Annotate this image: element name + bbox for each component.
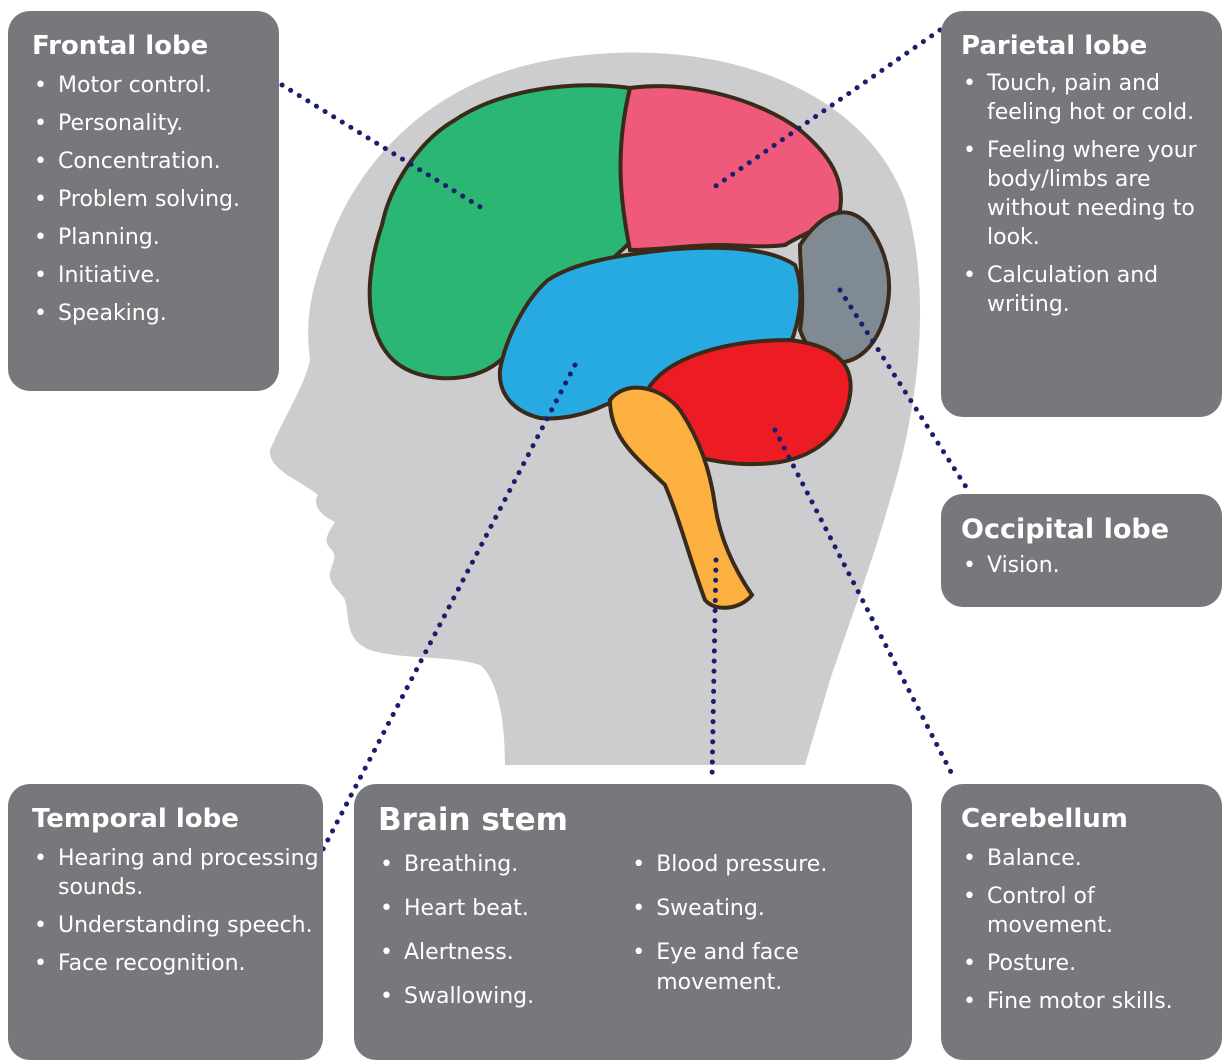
list-item: Understanding speech. <box>32 911 323 940</box>
list-item: Fine motor skills. <box>961 987 1222 1016</box>
list-item: Planning. <box>32 223 279 253</box>
list-item: Vision. <box>961 551 1222 580</box>
cerebellum-list: Balance. Control of movement. Posture. F… <box>961 844 1222 1016</box>
list-item: Swallowing. <box>378 982 630 1012</box>
parietal-lobe-list: Touch, pain and feeling hot or cold. Fee… <box>961 69 1222 319</box>
brain-stem-box: Brain stem Breathing. Heart beat. Alertn… <box>354 784 912 1060</box>
occipital-lobe-title: Occipital lobe <box>961 514 1170 545</box>
cerebellum-title: Cerebellum <box>961 804 1128 834</box>
frontal-lobe-title: Frontal lobe <box>32 31 209 61</box>
connector-brainstem <box>709 557 719 783</box>
temporal-lobe-list: Hearing and processing sounds. Understan… <box>32 844 323 978</box>
parietal-lobe-box: Parietal lobe Touch, pain and feeling ho… <box>941 11 1222 417</box>
connector-temporal <box>317 362 578 858</box>
temporal-lobe-title: Temporal lobe <box>32 804 239 834</box>
list-item: Personality. <box>32 109 279 139</box>
list-item: Motor control. <box>32 71 279 101</box>
brain-stem-list-left: Breathing. Heart beat. Alertness. Swallo… <box>378 850 630 1026</box>
list-item: Alertness. <box>378 938 630 968</box>
list-item: Initiative. <box>32 261 279 291</box>
list-item: Feeling where your body/limbs are withou… <box>961 136 1222 252</box>
list-item: Problem solving. <box>32 185 279 215</box>
cerebellum-box: Cerebellum Balance. Control of movement.… <box>941 784 1222 1060</box>
list-item: Speaking. <box>32 299 279 329</box>
list-item: Posture. <box>961 949 1222 978</box>
occipital-lobe-list: Vision. <box>961 551 1222 580</box>
temporal-lobe-box: Temporal lobe Hearing and processing sou… <box>8 784 323 1060</box>
list-item: Eye and face movement. <box>630 938 912 998</box>
connector-frontal <box>279 82 485 211</box>
list-item: Hearing and processing sounds. <box>32 844 323 902</box>
list-item: Breathing. <box>378 850 630 880</box>
list-item: Touch, pain and feeling hot or cold. <box>961 69 1222 127</box>
list-item: Blood pressure. <box>630 850 912 880</box>
frontal-lobe-box: Frontal lobe Motor control. Personality.… <box>8 11 279 391</box>
brain-stem-title: Brain stem <box>378 802 568 838</box>
brain-stem-columns: Breathing. Heart beat. Alertness. Swallo… <box>378 850 912 1026</box>
brain-stem-list-right: Blood pressure. Sweating. Eye and face m… <box>630 850 912 1026</box>
list-item: Concentration. <box>32 147 279 177</box>
connector-lines <box>279 27 971 858</box>
occipital-lobe-box: Occipital lobe Vision. <box>941 494 1222 607</box>
list-item: Heart beat. <box>378 894 630 924</box>
list-item: Sweating. <box>630 894 912 924</box>
connector-parietal <box>707 27 943 193</box>
list-item: Face recognition. <box>32 949 323 978</box>
list-item: Control of movement. <box>961 882 1222 940</box>
list-item: Calculation and writing. <box>961 261 1222 319</box>
connector-occipital <box>837 287 971 493</box>
frontal-lobe-list: Motor control. Personality. Concentratio… <box>32 71 279 329</box>
list-item: Balance. <box>961 844 1222 873</box>
parietal-lobe-title: Parietal lobe <box>961 31 1148 61</box>
